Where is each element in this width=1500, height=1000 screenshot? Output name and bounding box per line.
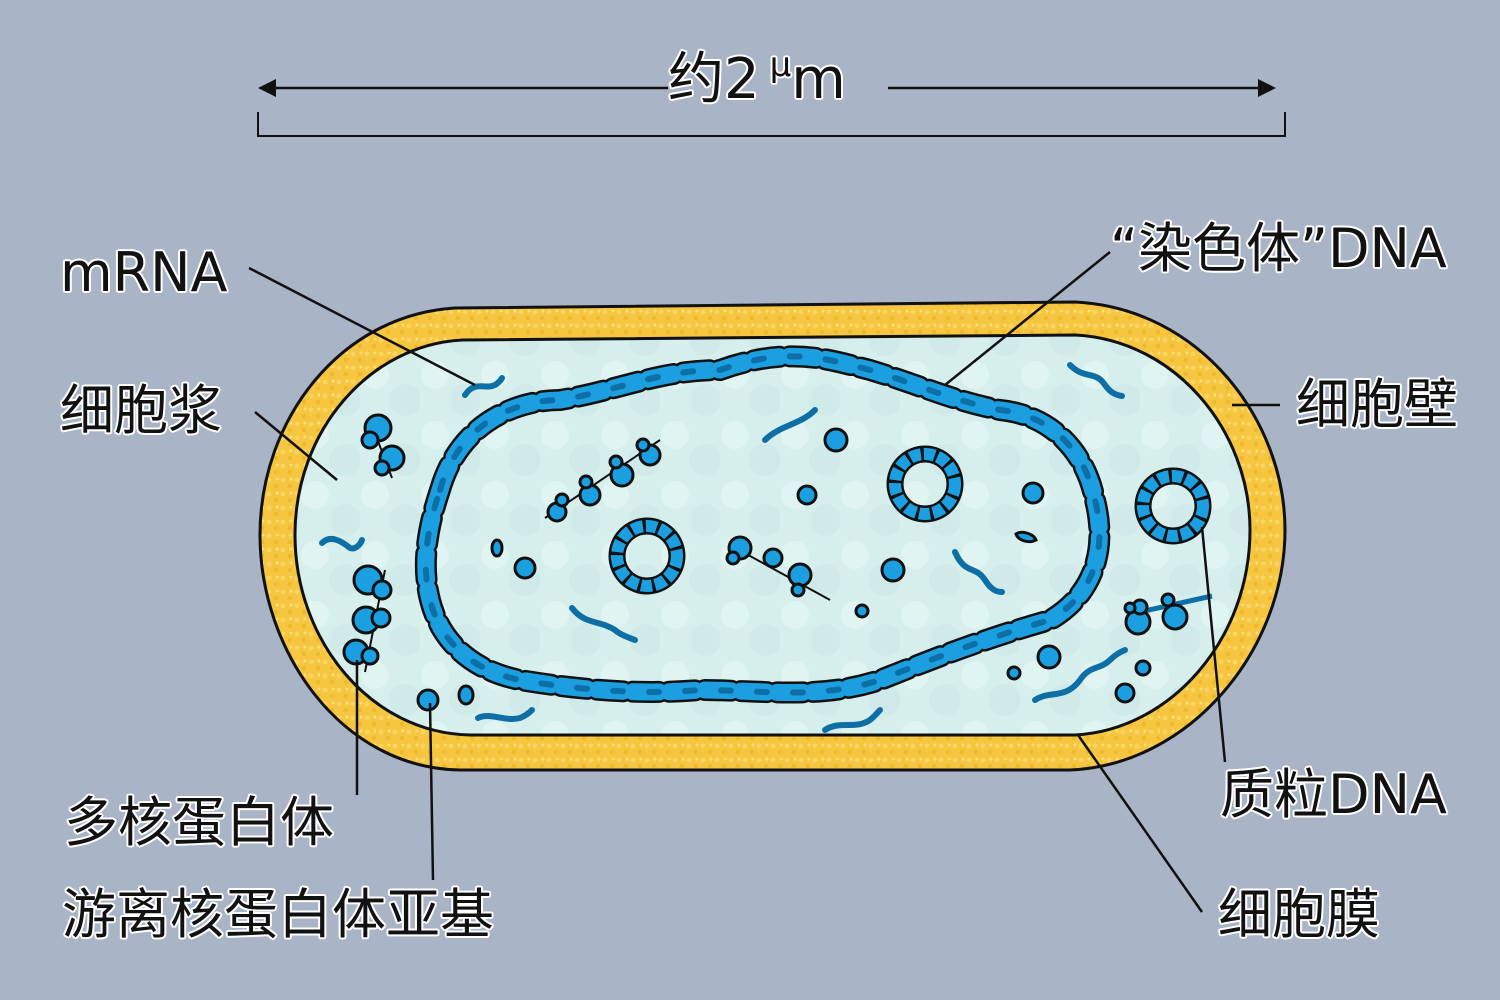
plasmid-ring [886, 445, 964, 523]
unit-symbol: μ [769, 45, 792, 85]
label-polyribosome: 多核蛋白体 [64, 791, 334, 854]
label-cell-wall: 细胞壁 [1296, 373, 1458, 436]
unit-suffix: m [791, 47, 846, 112]
scale-value: 约2 [668, 47, 760, 112]
label-free-ribosome-subunit: 游离核蛋白体亚基 [62, 883, 494, 946]
label-cytoplasm: 细胞浆 [60, 379, 222, 442]
polyribosome [725, 535, 831, 601]
label-plasmid-dna: 质粒DNA [1220, 763, 1447, 826]
free-ribosome-subunits [416, 427, 1152, 712]
polyribosome [342, 564, 393, 673]
chromosome-dna [414, 345, 1111, 704]
mrna-strands [319, 362, 1128, 733]
plasmid-ring [608, 517, 686, 595]
label-cell-membrane: 细胞膜 [1218, 883, 1380, 946]
leader-lines [248, 251, 1280, 913]
polyribosome [1123, 592, 1213, 636]
polyribosome [360, 413, 406, 479]
scale-bar [257, 79, 1286, 137]
label-mrna: mRNA [60, 241, 228, 304]
plasmid-ring [1134, 467, 1212, 545]
label-chromosome-dna: “染色体”DNA [1110, 217, 1447, 280]
polyribosome [544, 437, 662, 523]
